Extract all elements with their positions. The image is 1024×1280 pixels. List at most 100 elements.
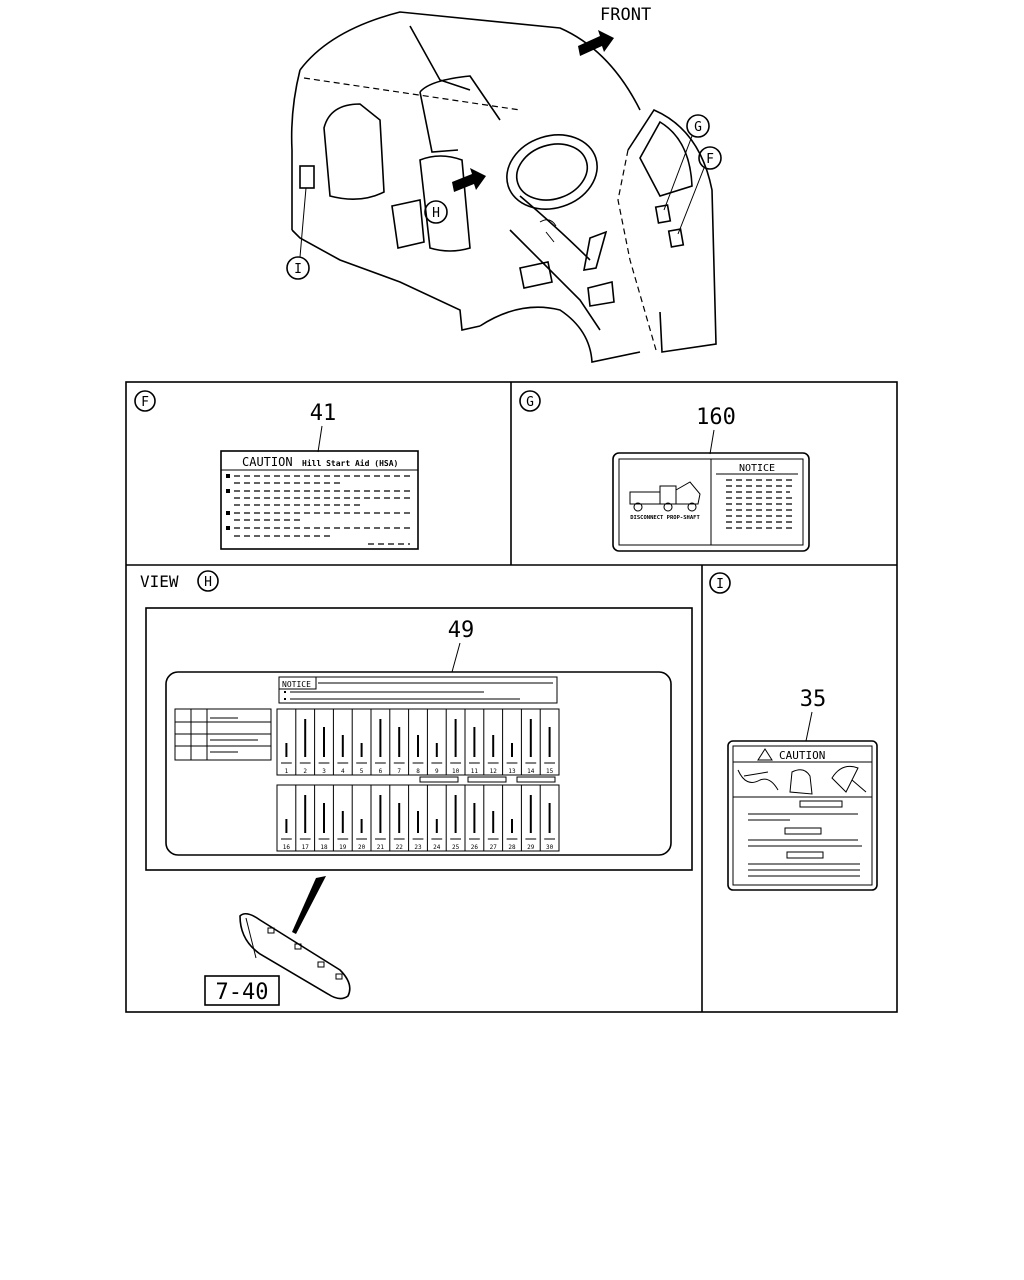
fuse-slot: 4 — [332, 709, 349, 775]
fuse-slot: 8 — [408, 709, 424, 775]
svg-text:G: G — [694, 120, 702, 135]
panel-f: F 41 CAUTION Hill Start Aid (HSA) — [134, 390, 419, 550]
notice-propshaft-label: NOTICE DISCONNECT PROP-SHAFT — [612, 452, 810, 552]
part-number-49: 49 — [448, 618, 475, 643]
caution-seat-label: CAUTION — [727, 740, 878, 891]
fuse-number: 29 — [527, 844, 535, 851]
fuse-cover-part — [239, 912, 351, 1000]
fuse-slot: 17 — [295, 785, 311, 851]
fuse-number: 12 — [490, 768, 498, 775]
fuse-slot: 30 — [539, 785, 555, 851]
fuse-number: 4 — [341, 768, 345, 775]
fuse-slot: 21 — [370, 785, 386, 851]
fuse-slot: 9 — [426, 709, 443, 775]
fuse-number: 5 — [360, 768, 364, 775]
svg-text:F: F — [706, 152, 714, 167]
callout-f: F — [677, 146, 722, 235]
fuse-number: 13 — [508, 768, 516, 775]
fuse-slot: 5 — [351, 709, 367, 775]
fuse-number: 15 — [546, 768, 554, 775]
fuse-number: 26 — [471, 844, 479, 851]
fuse-slot: 18 — [314, 785, 330, 851]
front-arrow-icon — [578, 30, 614, 56]
fuse-number: 2 — [303, 768, 307, 775]
svg-text:CAUTION: CAUTION — [242, 455, 293, 469]
panel-h: VIEW H 49 NOTICE — [140, 570, 693, 1006]
fuse-slot: 26 — [464, 785, 480, 851]
fuse-slot: 2 — [295, 709, 311, 775]
fuse-slot: 25 — [445, 785, 461, 851]
fuse-number: 14 — [527, 768, 535, 775]
panel-h-marker: H — [204, 575, 212, 590]
fuse-slot: 15 — [539, 709, 555, 775]
part-number-41: 41 — [310, 401, 337, 426]
part-number-160: 160 — [696, 405, 736, 430]
front-label: FRONT — [600, 5, 651, 25]
ref-box — [204, 975, 280, 1006]
caution-hsa-label: CAUTION Hill Start Aid (HSA) — [220, 450, 419, 550]
view-label: VIEW — [140, 572, 179, 591]
fuse-number: 3 — [322, 768, 326, 775]
fuse-number: 8 — [416, 768, 420, 775]
ref-label: 7-40 — [216, 980, 269, 1005]
svg-text:NOTICE: NOTICE — [282, 680, 311, 689]
fuse-number: 25 — [452, 844, 460, 851]
fuse-slot: 16 — [281, 819, 292, 851]
fuse-slot: 13 — [502, 709, 518, 775]
fuse-slot: 24 — [426, 785, 443, 851]
panel-f-marker: F — [141, 395, 149, 410]
part-number-35: 35 — [800, 687, 827, 712]
fuse-number: 19 — [339, 844, 347, 851]
fuse-slot: 7 — [389, 709, 405, 775]
fuse-number: 27 — [490, 844, 498, 851]
panel-i: I 35 CAUTION — [709, 572, 878, 891]
fuse-slot: 28 — [502, 785, 518, 851]
fuse-number: 11 — [471, 768, 479, 775]
svg-text:I: I — [294, 262, 302, 277]
fuse-number: 7 — [397, 768, 401, 775]
fuse-slot: 23 — [408, 785, 424, 851]
fuse-number: 1 — [285, 768, 289, 775]
fuse-slot: 29 — [520, 785, 537, 851]
panel-i-marker: I — [716, 577, 724, 592]
fuse-slot: 1 — [281, 743, 292, 775]
fuse-number: 10 — [452, 768, 460, 775]
fuse-number: 20 — [358, 844, 366, 851]
fuse-slot: 19 — [332, 785, 349, 851]
fuse-number: 21 — [377, 844, 385, 851]
fuse-slot: 12 — [483, 709, 499, 775]
fuse-slot: 11 — [464, 709, 480, 775]
callout-g: G — [663, 114, 710, 211]
fuse-number: 22 — [396, 844, 404, 851]
svg-text:Hill Start Aid (HSA): Hill Start Aid (HSA) — [302, 458, 398, 468]
fuse-number: 6 — [379, 768, 383, 775]
fuse-number: 9 — [435, 768, 439, 775]
cab-illustration: FRONT G F H I — [286, 5, 722, 363]
panel-g-marker: G — [526, 395, 534, 410]
fuse-number: 16 — [283, 844, 291, 851]
callout-h: H — [424, 200, 448, 224]
warning-triangle-icon — [757, 748, 773, 761]
svg-text:H: H — [432, 206, 440, 221]
fuse-slot: 27 — [483, 785, 499, 851]
panel-g: G 160 NOTICE — [519, 390, 810, 552]
callout-i: I — [286, 187, 310, 280]
panel-grid — [125, 381, 898, 1013]
fuse-slot: 10 — [445, 709, 461, 775]
seatback-icon — [831, 765, 867, 793]
fuse-number: 18 — [320, 844, 328, 851]
svg-text:NOTICE: NOTICE — [739, 463, 775, 474]
fuse-slot: 14 — [520, 709, 537, 775]
svg-text:CAUTION: CAUTION — [779, 749, 825, 762]
fuse-number: 23 — [414, 844, 422, 851]
fuse-slot: 6 — [370, 709, 386, 775]
person-icon — [737, 769, 779, 791]
seat-icon — [789, 769, 813, 795]
tow-truck-icon — [629, 481, 701, 512]
fuse-number: 24 — [433, 844, 441, 851]
fuse-number: 17 — [302, 844, 310, 851]
fuse-slot: 22 — [389, 785, 405, 851]
fuse-number: 28 — [508, 844, 516, 851]
view-h-arrow-icon — [452, 168, 486, 192]
